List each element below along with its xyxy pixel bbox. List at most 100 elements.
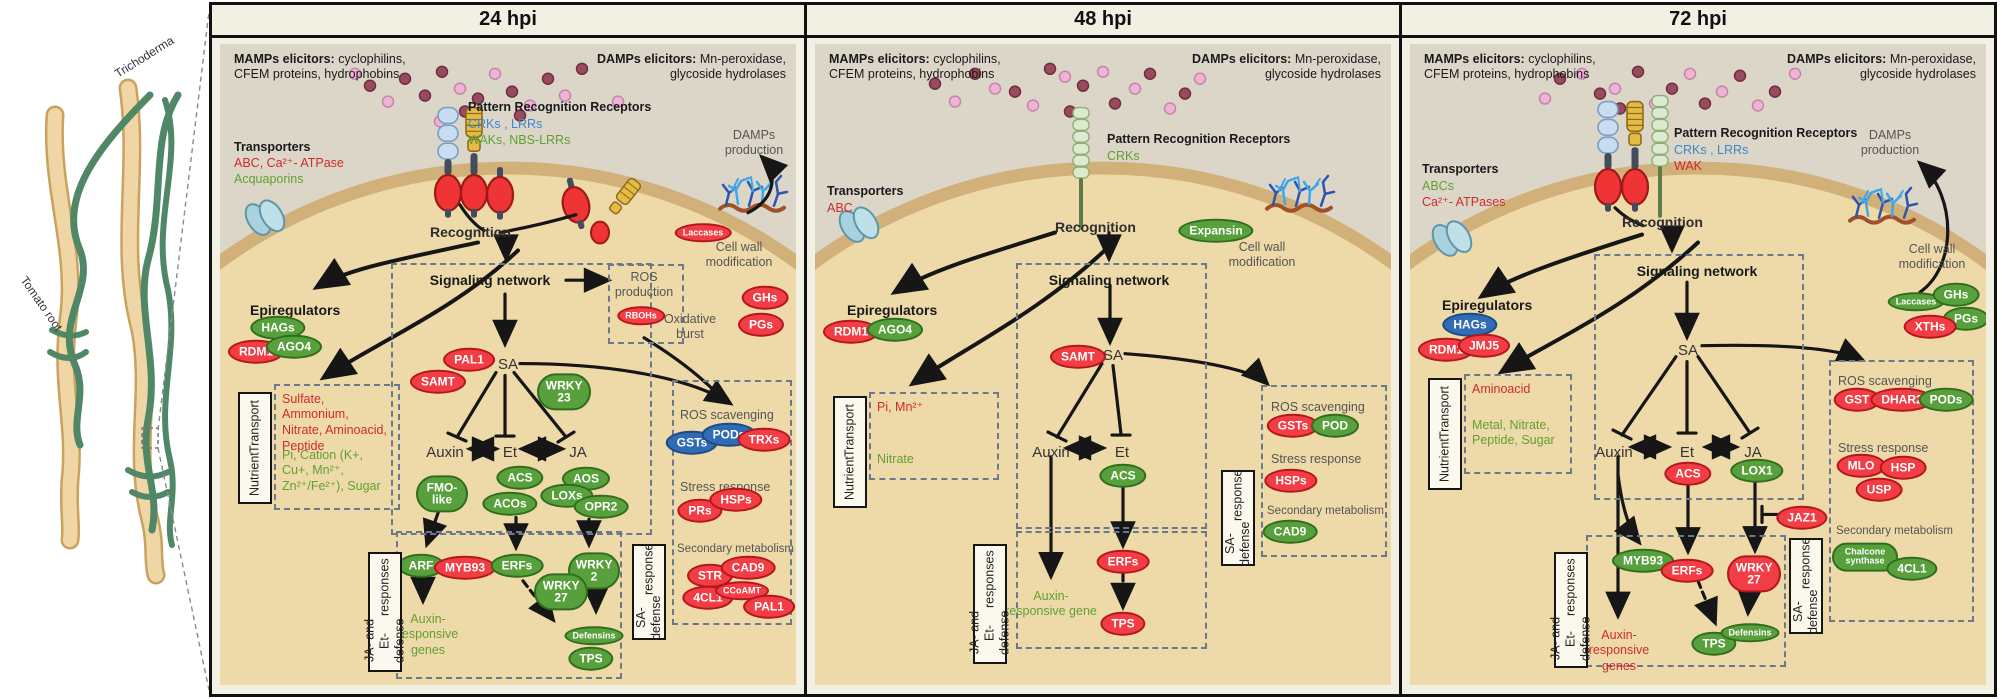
stress-response-label: Stress response xyxy=(1838,440,1929,455)
panel-24hpi-title: 24 hpi xyxy=(212,5,804,38)
node-hsp: HSP xyxy=(1879,455,1927,481)
stress-response-label: Stress response xyxy=(1271,451,1362,466)
node-ago4: AGO4 xyxy=(866,317,924,343)
et-label: Et xyxy=(1679,443,1695,461)
signaling-network-label: Signaling network xyxy=(429,271,551,288)
prr-crks-lrrs: CRKs , LRRs xyxy=(468,116,543,131)
ja-label: JA xyxy=(1744,443,1762,461)
auxin-label: Auxin xyxy=(426,443,464,461)
node-pal1: PAL1 xyxy=(443,347,495,373)
panel-72hpi-title: 72 hpi xyxy=(1402,5,1994,38)
nutrient-transport-box xyxy=(274,383,400,510)
elicitor-dots xyxy=(1538,65,1802,115)
node-4cl1: 4CL1 xyxy=(1886,556,1938,582)
ros-scavenging-label: ROS scavenging xyxy=(1838,373,1932,388)
node-acs: ACS xyxy=(1664,461,1712,487)
crk-lrr-receptor-icon xyxy=(1593,100,1623,213)
panel-48hpi: 48 hpi xyxy=(807,5,1402,694)
zoom-inset-box xyxy=(141,427,159,449)
node-myb93: MYB93 xyxy=(433,555,497,581)
transporters-red: Ca²⁺- ATPases xyxy=(1422,194,1506,209)
prr-heading: Pattern Recognition Receptors xyxy=(1107,131,1291,146)
prr-waks-nbslrrs: WAKs, NBS-LRRs xyxy=(468,132,571,147)
transporters-green: ABCs xyxy=(1422,178,1454,193)
damps-elicitors-label: DAMPs elicitors: Mn-peroxidase,glycoside… xyxy=(1192,51,1381,82)
panel-48hpi-title: 48 hpi xyxy=(807,5,1399,38)
nutrient-transport-box xyxy=(869,391,999,480)
node-cad9: CAD9 xyxy=(720,555,776,581)
prr-heading: Pattern Recognition Receptors xyxy=(468,99,652,114)
node-erfs: ERFs xyxy=(1660,558,1714,584)
trichoderma-label: Trichoderma xyxy=(112,33,176,81)
nutrient-red-list: Sulfate, Ammonium, Nitrate, Aminoacid, P… xyxy=(282,391,387,453)
node-tps: TPS xyxy=(1100,611,1146,637)
node-wrky23: WRKY 23 xyxy=(537,373,591,411)
panel-frame: 24 hpi xyxy=(209,2,1997,697)
signaling-network-label: Signaling network xyxy=(1636,262,1758,279)
node-xths: XTHs xyxy=(1903,314,1957,340)
nutrient-green-list: Nitrate xyxy=(877,451,914,466)
root-illustration: Trichoderma Tomato root xyxy=(18,11,210,691)
prr-heading: Pattern Recognition Receptors xyxy=(1674,125,1858,140)
node-tps: TPS xyxy=(568,646,614,672)
panel-48hpi-body: MAMPs elicitors: cyclophilins,CFEM prote… xyxy=(815,43,1391,685)
node-samt: SAMT xyxy=(410,369,466,395)
sa-defense-box xyxy=(1829,359,1974,622)
zoom-line-top xyxy=(157,11,210,431)
nutrient-green-list: Metal, Nitrate, Peptide, Sugar xyxy=(1472,417,1555,448)
node-laccases: Laccases xyxy=(674,223,732,243)
node-ago4: AGO4 xyxy=(265,334,323,360)
node-acs: ACS xyxy=(496,465,544,491)
node-usp: USP xyxy=(1855,477,1903,503)
node-pods: PODs xyxy=(1918,387,1974,413)
node-fmo-like: FMO-like xyxy=(416,475,468,513)
node-expansin: Expansin xyxy=(1178,218,1254,244)
node-samt: SAMT xyxy=(1050,344,1106,370)
recognition-label: Recognition xyxy=(1622,213,1703,230)
sa-defense-box xyxy=(1261,384,1387,557)
mamps-elicitors-label: MAMPs elicitors: cyclophilins,CFEM prote… xyxy=(829,51,1001,82)
ros-scavenging-label: ROS scavenging xyxy=(1271,399,1365,414)
ros-scavenging-label: ROS scavenging xyxy=(680,407,774,422)
node-acs: ACS xyxy=(1099,463,1147,489)
panel-24hpi-body: MAMPs elicitors: cyclophilins,CFEM prote… xyxy=(220,43,796,685)
secondary-metabolism-label: Secondary metabolism xyxy=(677,542,794,555)
node-ghs: GHs xyxy=(741,285,789,311)
wak-receptor-icon xyxy=(1620,100,1650,213)
floating-receptor-small-icon xyxy=(590,220,610,245)
sa-label: SA xyxy=(498,355,519,373)
transporters-heading: Transporters xyxy=(1422,161,1499,176)
secondary-metabolism-label: Secondary metabolism xyxy=(1836,524,1953,537)
prr-crks: CRKs xyxy=(1107,148,1140,163)
arrows xyxy=(890,230,1271,611)
panel-72hpi-body: MAMPs elicitors: cyclophilins,CFEM prote… xyxy=(1410,43,1986,685)
nutrient-red-list: Pi, Mn²⁺ xyxy=(877,399,924,414)
node-jmj5: JMJ5 xyxy=(1457,333,1511,359)
epiregulators-heading: Epiregulators xyxy=(847,301,938,318)
arrows xyxy=(312,154,789,623)
secondary-metabolism-label: Secondary metabolism xyxy=(1267,504,1384,517)
sa-label: SA xyxy=(1103,346,1124,364)
signaling-network-label: Signaling network xyxy=(1048,271,1170,288)
ja-label: JA xyxy=(569,443,587,461)
node-trxs: TRXs xyxy=(737,427,791,453)
node-jaz1: JAZ1 xyxy=(1776,505,1828,531)
prr-crks-lrrs: CRKs , LRRs xyxy=(1674,142,1749,157)
node-pgs: PGs xyxy=(737,312,785,338)
transporters-green: Acquaporins xyxy=(234,171,304,186)
signaling-network-box xyxy=(1594,253,1804,500)
tomato-root-label: Tomato root xyxy=(18,274,66,334)
mamps-elicitors-label: MAMPs elicitors: cyclophilins,CFEM prote… xyxy=(234,51,406,82)
damps-elicitors-label: DAMPs elicitors: Mn-peroxidase,glycoside… xyxy=(597,51,786,82)
